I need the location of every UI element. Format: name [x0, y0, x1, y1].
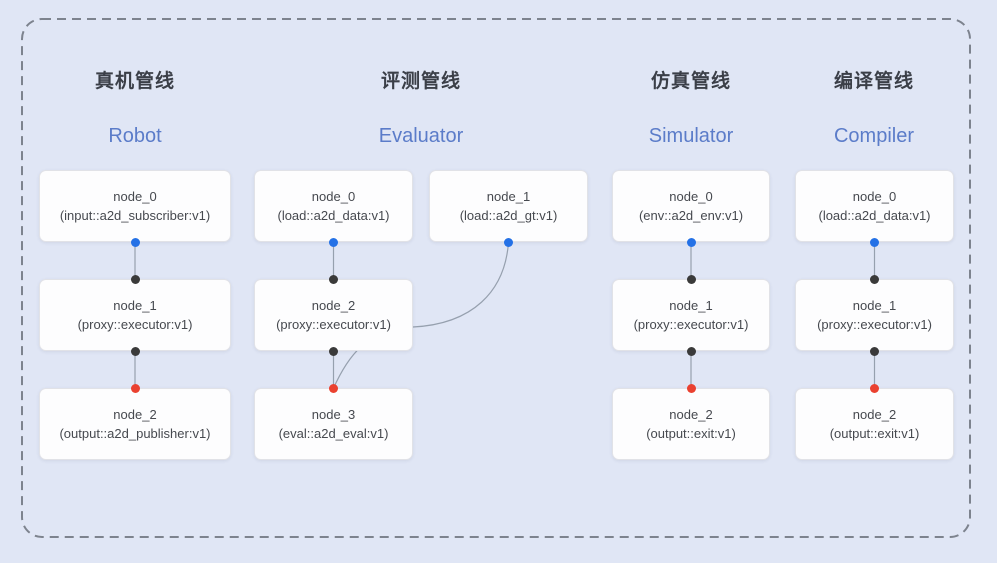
- simulator-node1-impl: (proxy::executor:v1): [633, 317, 749, 332]
- evaluator-node0-name: node_0: [311, 189, 356, 204]
- robot-title-zh: 真机管线: [15, 66, 255, 93]
- robot-node1-in-port-dot: [130, 274, 140, 284]
- simulator-node0-impl: (env::a2d_env:v1): [638, 208, 744, 223]
- simulator-node1-out-port-dot: [686, 346, 696, 356]
- dashed-frame: [21, 18, 971, 538]
- compiler-node2-impl: (output::exit:v1): [829, 426, 920, 441]
- compiler-node2-box: node_2 (output::exit:v1): [795, 388, 954, 460]
- evaluator-node0-impl: (load::a2d_data:v1): [277, 208, 390, 223]
- robot-node2-impl: (output::a2d_publisher:v1): [59, 426, 211, 441]
- robot-node2-in-port-dot: [130, 383, 140, 393]
- evaluator-node1-impl: (load::a2d_gt:v1): [459, 208, 558, 223]
- compiler-node1-impl: (proxy::executor:v1): [817, 317, 932, 332]
- robot-node2-name: node_2: [113, 407, 157, 422]
- robot-node1-impl: (proxy::executor:v1): [77, 317, 193, 332]
- simulator-node1-name: node_1: [669, 298, 713, 313]
- evaluator-title-zh-text: 评测管线: [380, 71, 461, 92]
- simulator-node0-out-port-dot: [686, 237, 696, 247]
- evaluator-node3-in-port-dot: [329, 383, 338, 393]
- compiler-node1-in-port-dot: [870, 274, 879, 284]
- robot-title-en: Robot: [108, 125, 162, 147]
- robot-node1-name: node_1: [113, 298, 157, 313]
- simulator-node0-box: node_0 (env::a2d_env:v1): [612, 170, 770, 242]
- evaluator-node0-box: node_0 (load::a2d_data:v1): [254, 170, 413, 242]
- simulator-node1-in-port-dot: [686, 274, 696, 284]
- compiler-title-zh-text: 编译管线: [833, 71, 914, 92]
- evaluator-node3-box: node_3 (eval::a2d_eval:v1): [254, 388, 413, 460]
- evaluator-node2-name: node_2: [311, 298, 356, 313]
- evaluator-node3-name: node_3: [311, 407, 356, 422]
- simulator-title-zh: 仿真管线: [571, 66, 811, 93]
- robot-node1-box: node_1 (proxy::executor:v1): [39, 279, 231, 351]
- robot-node0-impl: (input::a2d_subscriber:v1): [59, 208, 211, 223]
- compiler-title-en: Compiler: [833, 125, 915, 147]
- robot-node0-out-port-dot: [130, 237, 140, 247]
- compiler-node1-out-port-dot: [870, 346, 879, 356]
- compiler-node0-name: node_0: [852, 189, 897, 204]
- robot-node0-name: node_0: [113, 189, 157, 204]
- compiler-node0-out-port-dot: [870, 237, 879, 247]
- compiler-title-zh: 编译管线: [754, 66, 994, 93]
- evaluator-node1-box: node_1 (load::a2d_gt:v1): [429, 170, 588, 242]
- robot-node1-out-port-dot: [130, 346, 140, 356]
- compiler-node2-name: node_2: [852, 407, 897, 422]
- simulator-node2-box: node_2 (output::exit:v1): [612, 388, 770, 460]
- simulator-node2-name: node_2: [669, 407, 713, 422]
- evaluator-node0-out-port-dot: [329, 237, 338, 247]
- evaluator-node2-out-port-dot: [329, 346, 338, 356]
- compiler-node0-box: node_0 (load::a2d_data:v1): [795, 170, 954, 242]
- evaluator-edge-node1-node3-curve: [333, 241, 510, 387]
- simulator-node2-in-port-dot: [686, 383, 696, 393]
- compiler-node2-in-port-dot: [870, 383, 879, 393]
- evaluator-title-en: Evaluator: [378, 125, 464, 147]
- simulator-node2-impl: (output::exit:v1): [646, 426, 736, 441]
- simulator-node0-name: node_0: [669, 189, 713, 204]
- compiler-node1-name: node_1: [852, 298, 897, 313]
- simulator-title-zh-text: 仿真管线: [650, 71, 731, 92]
- compiler-node1-box: node_1 (proxy::executor:v1): [795, 279, 954, 351]
- evaluator-node2-impl: (proxy::executor:v1): [276, 317, 391, 332]
- robot-node0-box: node_0 (input::a2d_subscriber:v1): [39, 170, 231, 242]
- evaluator-title-zh: 评测管线: [301, 66, 541, 93]
- robot-node2-box: node_2 (output::a2d_publisher:v1): [39, 388, 231, 460]
- evaluator-node1-name: node_1: [486, 189, 531, 204]
- robot-title-zh-text: 真机管线: [94, 71, 175, 92]
- simulator-title-en: Simulator: [648, 125, 734, 147]
- evaluator-node2-box: node_2 (proxy::executor:v1): [254, 279, 413, 351]
- evaluator-node1-out-port-dot: [504, 237, 513, 247]
- evaluator-node2-in-port-dot: [329, 274, 338, 284]
- evaluator-node3-impl: (eval::a2d_eval:v1): [278, 426, 389, 441]
- simulator-node1-box: node_1 (proxy::executor:v1): [612, 279, 770, 351]
- compiler-node0-impl: (load::a2d_data:v1): [818, 208, 931, 223]
